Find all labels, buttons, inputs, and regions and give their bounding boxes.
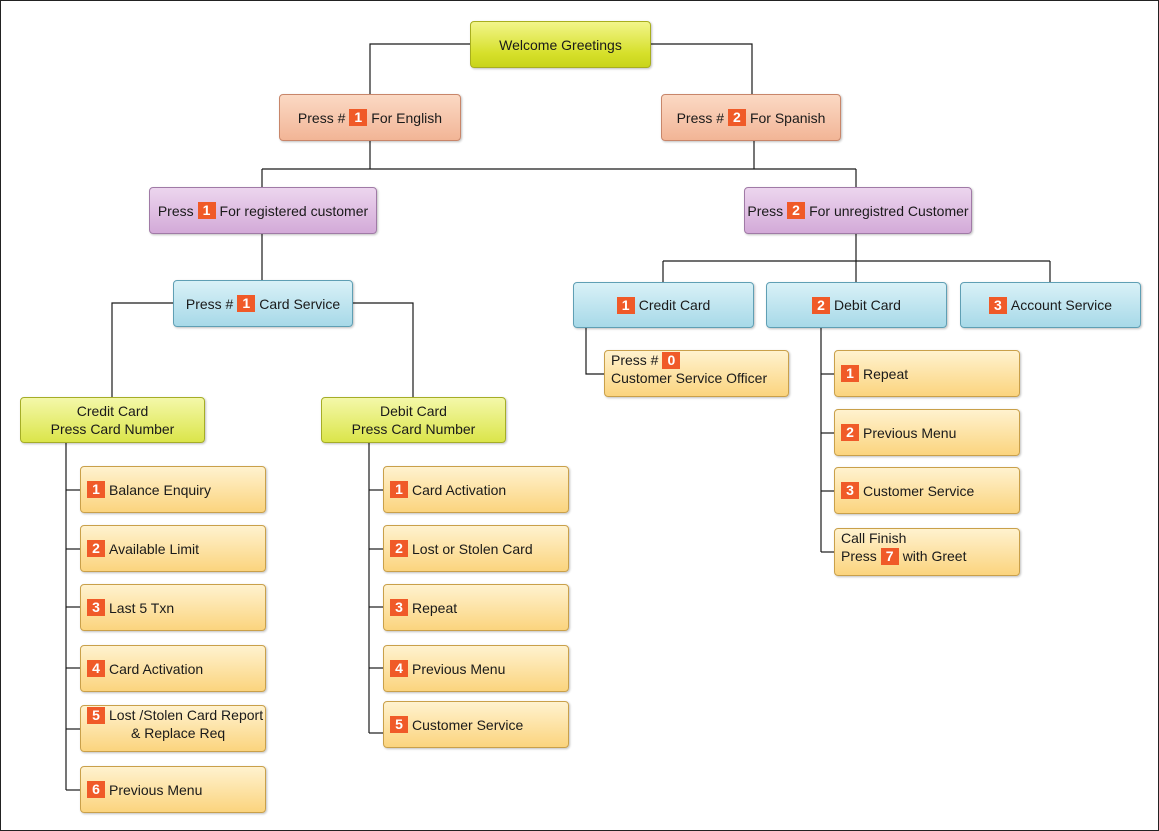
- spanish-option-node: Press # 2 For Spanish: [661, 94, 841, 141]
- item-label: Card Activation: [412, 481, 507, 498]
- unregistered-press-label: Press: [747, 202, 784, 219]
- connector: [353, 302, 414, 397]
- key-badge: 2: [841, 424, 859, 441]
- credit-item-balance-enquiry: 1 Balance Enquiry: [80, 466, 266, 513]
- item-label: Debit Card: [834, 297, 901, 313]
- key-badge: 5: [390, 716, 408, 733]
- key-badge: 3: [841, 482, 859, 499]
- connector: [111, 302, 173, 397]
- officer-press-label: Press #: [611, 352, 659, 368]
- call-finish-label: with Greet: [902, 548, 967, 564]
- unreg-debit-item-repeat: 1 Repeat: [834, 350, 1020, 397]
- unregistered-label: For unregistred Customer: [809, 202, 969, 219]
- unreg-account-service-node: 3 Account Service: [960, 282, 1141, 328]
- registered-key-badge: 1: [197, 202, 216, 219]
- item-label: Available Limit: [109, 540, 200, 557]
- key-badge: 4: [87, 660, 105, 677]
- card-service-press-label: Press #: [185, 295, 234, 312]
- item-label: Lost /Stolen Card Report: [109, 707, 264, 723]
- item-label: Previous Menu: [412, 660, 506, 677]
- unreg-debit-item-customer-service: 3 Customer Service: [834, 467, 1020, 514]
- debit-item-repeat: 3 Repeat: [383, 584, 569, 631]
- card-service-key-badge: 1: [237, 295, 256, 312]
- welcome-greetings-label: Welcome Greetings: [499, 36, 622, 53]
- welcome-greetings-node: Welcome Greetings: [470, 21, 651, 68]
- english-label: For English: [371, 109, 443, 126]
- item-label: Lost or Stolen Card: [412, 540, 533, 557]
- key-badge: 1: [87, 481, 105, 498]
- key-badge: 5: [87, 706, 105, 724]
- unregistered-customer-node: Press 2 For unregistred Customer: [744, 187, 972, 234]
- item-label: Customer Service: [863, 482, 975, 499]
- item-label: Last 5 Txn: [109, 599, 175, 616]
- registered-label: For registered customer: [219, 202, 369, 219]
- unreg-debit-card-node: 2 Debit Card: [766, 282, 947, 328]
- english-key-badge: 1: [349, 109, 368, 126]
- unreg-debit-item-previous-menu: 2 Previous Menu: [834, 409, 1020, 456]
- english-press-label: Press #: [297, 109, 346, 126]
- item-label: Card Activation: [109, 660, 204, 677]
- spanish-key-badge: 2: [727, 109, 746, 126]
- unreg-credit-card-node: 1 Credit Card: [573, 282, 754, 328]
- key-badge: 1: [616, 296, 635, 314]
- connector: [369, 43, 470, 94]
- credit-card-subtitle: Press Card Number: [50, 421, 175, 437]
- spanish-press-label: Press #: [676, 109, 725, 126]
- credit-item-previous-menu: 6 Previous Menu: [80, 766, 266, 813]
- key-badge: 2: [87, 540, 105, 557]
- credit-card-title: Credit Card: [76, 403, 149, 419]
- item-label: Previous Menu: [863, 424, 957, 441]
- debit-card-title: Debit Card: [380, 403, 447, 419]
- spanish-label: For Spanish: [749, 109, 826, 126]
- item-label: Credit Card: [638, 297, 711, 313]
- card-service-node: Press # 1 Card Service: [173, 280, 353, 327]
- call-finish-title: Call Finish: [841, 530, 907, 546]
- english-option-node: Press # 1 For English: [279, 94, 461, 141]
- item-label: Repeat: [412, 599, 458, 616]
- item-label: Balance Enquiry: [109, 481, 211, 498]
- credit-card-number-node: Credit Card Press Card Number: [20, 397, 205, 443]
- connector: [651, 43, 753, 94]
- officer-label: Customer Service Officer: [611, 370, 768, 386]
- item-label: Account Service: [1010, 297, 1113, 313]
- registered-press-label: Press: [157, 202, 194, 219]
- debit-item-card-activation: 1 Card Activation: [383, 466, 569, 513]
- key-badge: 3: [988, 296, 1007, 314]
- debit-item-previous-menu: 4 Previous Menu: [383, 645, 569, 692]
- registered-customer-node: Press 1 For registered customer: [149, 187, 377, 234]
- key-badge: 0: [662, 351, 681, 369]
- debit-card-subtitle: Press Card Number: [351, 421, 476, 437]
- item-label: Previous Menu: [109, 781, 203, 798]
- key-badge: 2: [812, 296, 831, 314]
- card-service-label: Card Service: [259, 295, 341, 312]
- key-badge: 4: [390, 660, 408, 677]
- key-badge: 1: [841, 365, 859, 382]
- key-badge: 2: [390, 540, 408, 557]
- call-finish-press-label: Press: [841, 548, 877, 564]
- key-badge: 6: [87, 781, 105, 798]
- item-label-line2: & Replace Req: [131, 725, 226, 741]
- item-label: Repeat: [863, 365, 909, 382]
- credit-item-last-5-txn: 3 Last 5 Txn: [80, 584, 266, 631]
- key-badge: 3: [87, 599, 105, 616]
- credit-item-available-limit: 2 Available Limit: [80, 525, 266, 572]
- key-badge: 7: [880, 547, 899, 565]
- debit-card-number-node: Debit Card Press Card Number: [321, 397, 506, 443]
- debit-item-customer-service: 5 Customer Service: [383, 701, 569, 748]
- customer-service-officer-node: Press # 0 Customer Service Officer: [604, 350, 789, 397]
- item-label: Customer Service: [412, 716, 524, 733]
- key-badge: 1: [390, 481, 408, 498]
- unregistered-key-badge: 2: [787, 202, 806, 219]
- credit-item-card-activation: 4 Card Activation: [80, 645, 266, 692]
- connector: [585, 327, 604, 375]
- debit-item-lost-stolen: 2 Lost or Stolen Card: [383, 525, 569, 572]
- key-badge: 3: [390, 599, 408, 616]
